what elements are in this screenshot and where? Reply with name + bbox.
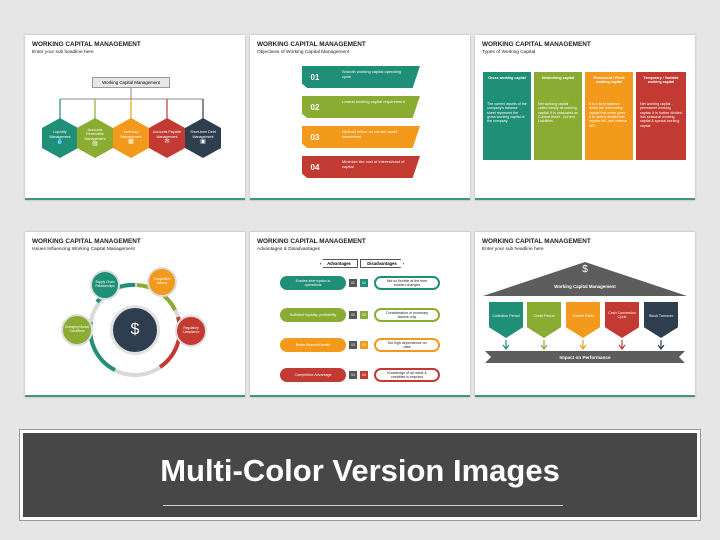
center-hub: $	[110, 305, 160, 355]
disadvantage-pill-1: Not so flexible at the time sudden chang…	[374, 276, 440, 290]
connector-lines	[59, 88, 204, 119]
slide-thumbnail-5[interactable]: WORKING CAPITAL MANAGEMENT Advantages & …	[250, 232, 470, 397]
type-card-gross: Gross working capital The current assets…	[483, 72, 531, 160]
slide-title: WORKING CAPITAL MANAGEMENT	[482, 41, 591, 48]
slide-subtitle: Advantages & Disadvantages	[257, 247, 320, 252]
dis-num-3: 03	[360, 341, 368, 349]
slide-subtitle: Enter your sub headline here	[32, 50, 94, 55]
slide-title: WORKING CAPITAL MANAGEMENT	[257, 238, 366, 245]
dis-num-2: 02	[360, 311, 368, 319]
type-card-temporary: Temporary / Variable working capital Net…	[636, 72, 686, 160]
node-regulatory: Regulatory Compliance	[175, 315, 207, 347]
slide-subtitle: Objectives of Working Capital Management	[257, 50, 350, 55]
pillar-cash-conversion: Cash Conversion Cycle	[605, 302, 639, 338]
slide-title: WORKING CAPITAL MANAGEMENT	[257, 41, 366, 48]
advantage-pill-1: Evades interruption in operations	[280, 276, 346, 290]
objective-tab-3: 03	[302, 126, 328, 148]
slide-thumbnail-3[interactable]: WORKING CAPITAL MANAGEMENT Types of Work…	[475, 35, 695, 200]
objective-bar-4: Minimize the cost of interest/cost of ca…	[328, 156, 420, 178]
slide-title: WORKING CAPITAL MANAGEMENT	[32, 238, 141, 245]
payment-icon: ✉	[164, 138, 170, 145]
slide-thumbnail-1[interactable]: WORKING CAPITAL MANAGEMENT Enter your su…	[25, 35, 245, 200]
disadvantage-pill-3: Too high dependence on data	[374, 338, 440, 352]
slide-title: WORKING CAPITAL MANAGEMENT	[482, 238, 591, 245]
advantage-pill-3: Better financial health	[280, 338, 346, 352]
slide-thumbnail-2[interactable]: WORKING CAPITAL MANAGEMENT Objectives of…	[250, 35, 470, 200]
receipt-icon: ▤	[92, 140, 98, 147]
roof-label: Working Capital Management	[554, 284, 616, 289]
advantage-pill-2: Sufficient liquidity, profitability	[280, 308, 346, 322]
slide-subtitle: Types of Working Capital	[482, 50, 536, 55]
disadvantage-pill-4: Knowledge of all ratios & variables is r…	[374, 368, 440, 382]
dis-num-4: 04	[360, 371, 368, 379]
money-bag-icon: $	[582, 264, 588, 275]
type-card-permanent: Permanent / Fixed working capital It is …	[585, 72, 633, 160]
objective-tab-1: 01	[302, 66, 328, 88]
debt-icon: ▣	[200, 138, 206, 145]
root-box: Working Capital Management	[92, 77, 170, 88]
node-market: Changing Market Conditions	[61, 314, 93, 346]
advantages-tag: Advantages	[320, 259, 358, 268]
disadvantages-tag: Disadvantages	[360, 259, 404, 268]
banner-title: Multi-Color Version Images	[160, 453, 560, 488]
node-supply-chain: Supply Chain Relationships	[90, 270, 120, 300]
adv-num-3: 03	[349, 341, 357, 349]
pillar-arrows	[502, 340, 665, 350]
node-competitive: Competitive Actions	[147, 267, 177, 297]
advantage-pill-4: Competitive Advantage	[280, 368, 346, 382]
slide-subtitle: Enter your sub headline here	[482, 247, 544, 252]
type-card-net: Networking capital Net working capital c…	[534, 72, 582, 160]
objective-bar-1: Smooth working capital operating cycle	[328, 66, 420, 88]
root-label: Working Capital Management	[102, 80, 160, 85]
multi-color-banner: Multi-Color Version Images	[19, 429, 701, 521]
slide-title: WORKING CAPITAL MANAGEMENT	[32, 41, 141, 48]
slide-subtitle: Issues Influencing Working Capital Manag…	[32, 247, 135, 252]
objective-bar-2: Lowest working capital requirement	[328, 96, 420, 118]
dis-num-1: 01	[360, 279, 368, 287]
objective-bar-3: Optimal return on current asset investme…	[328, 126, 420, 148]
adv-num-4: 04	[349, 371, 357, 379]
slide-thumbnail-4[interactable]: WORKING CAPITAL MANAGEMENT Issues Influe…	[25, 232, 245, 397]
base-bar: Impact on Performance	[485, 351, 685, 363]
disadvantage-pill-2: Consideration of monetary factors only	[374, 308, 440, 322]
adv-num-2: 02	[349, 311, 357, 319]
adv-num-1: 01	[349, 279, 357, 287]
boxes-icon: ▦	[128, 138, 134, 145]
roof-icon: $	[575, 264, 595, 278]
objective-tab-4: 04	[302, 156, 328, 178]
droplet-icon: 💧	[56, 138, 64, 145]
banner-underline	[163, 505, 563, 506]
money-bag-icon: $	[130, 321, 140, 338]
objective-tab-2: 02	[302, 96, 328, 118]
slide-thumbnail-6[interactable]: WORKING CAPITAL MANAGEMENT Enter your su…	[475, 232, 695, 397]
